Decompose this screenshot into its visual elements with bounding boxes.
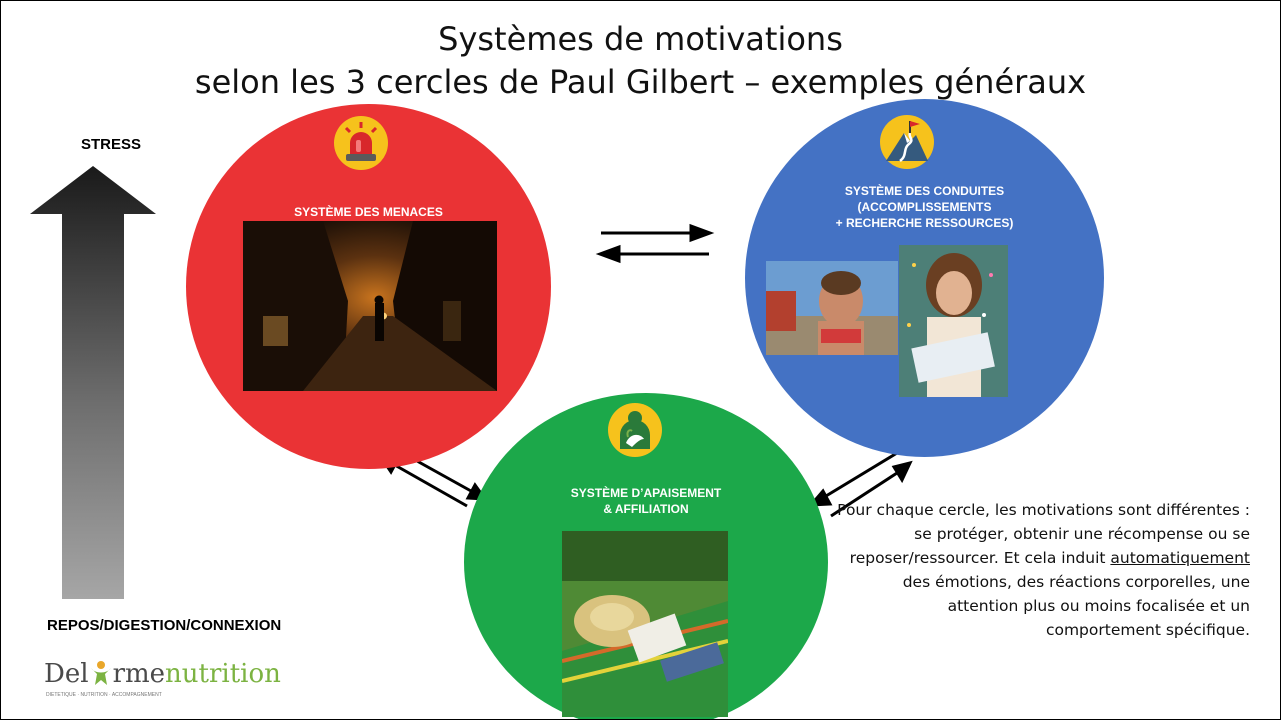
drive-label-line-1: SYSTÈME DES CONDUITES: [844, 184, 1005, 198]
title-line-2: selon les 3 cercles de Paul Gilbert – ex…: [194, 63, 1087, 101]
person-dove-icon: [608, 403, 662, 457]
logo-text-c: nutrition: [165, 659, 281, 689]
drive-system-label: SYSTÈME DES CONDUITES (ACCOMPLISSEMENTS …: [785, 183, 1064, 231]
alarm-siren-icon: [334, 116, 388, 170]
night-street-photo: [243, 221, 497, 391]
logo-text-b: rme: [112, 659, 166, 689]
stress-scale-arrow: [30, 166, 156, 599]
arrows-drive-soothe: [807, 451, 913, 518]
logo-figure-icon: [89, 660, 113, 686]
explanation-text: Pour chaque cercle, les motivations sont…: [830, 498, 1250, 642]
explanation-text-before: Pour chaque cercle, les motivations sont…: [837, 501, 1250, 567]
explanation-text-after: des émotions, des réactions corporelles,…: [902, 573, 1250, 639]
threat-system-circle: SYSTÈME DES MENACES: [186, 104, 551, 469]
soothe-label-line-1: SYSTÈME D’APAISEMENT: [570, 486, 722, 500]
soothe-system-label: SYSTÈME D’APAISEMENT & AFFILIATION: [514, 485, 778, 517]
rest-label: REPOS/DIGESTION/CONNEXION: [47, 617, 282, 634]
explanation-text-emphasis: automatiquement: [1110, 549, 1250, 567]
title-line-1: Systèmes de motivations: [438, 20, 843, 58]
logo-text-a: Del: [44, 659, 89, 689]
soothe-label-line-2: & AFFILIATION: [603, 502, 689, 516]
stress-label: STRESS: [81, 136, 142, 153]
arrows-threat-drive: [595, 223, 715, 264]
logo-tagline: DIÉTÉTIQUE · NUTRITION · ACCOMPAGNEMENT: [46, 692, 162, 698]
threat-system-label: SYSTÈME DES MENACES: [294, 205, 443, 219]
drive-system-circle: SYSTÈME DES CONDUITES (ACCOMPLISSEMENTS …: [745, 99, 1104, 457]
hammock-reader-photo: [562, 531, 728, 717]
lottery-winner-photo: [899, 245, 1008, 397]
triumphant-runner-photo: [766, 261, 898, 355]
mountain-flag-icon: [880, 115, 934, 169]
drive-label-line-3: + RECHERCHE RESSOURCES): [835, 216, 1014, 230]
drive-label-line-2: (ACCOMPLISSEMENTS: [857, 200, 992, 214]
soothe-system-circle: SYSTÈME D’APAISEMENT & AFFILIATION: [464, 393, 828, 719]
